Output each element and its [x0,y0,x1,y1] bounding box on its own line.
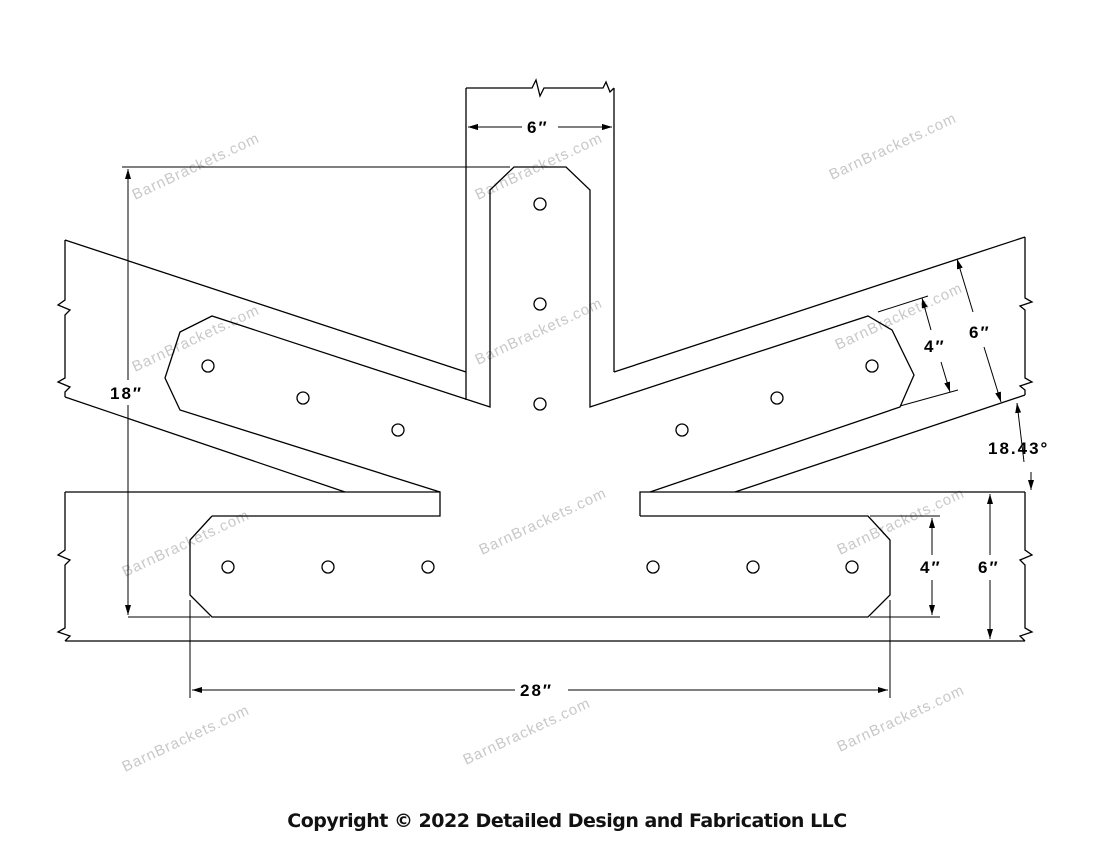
plate-width-dimension: 4″ [920,558,942,577]
bolt-hole [770,391,784,405]
bolt-hole [221,560,235,574]
bolt-hole [845,560,859,574]
plate-outline [164,166,915,618]
bracket-plate [164,166,915,618]
left-brace-outline [56,239,467,493]
watermark: BarnBrackets.com [473,295,606,369]
brace-plate-width-dimension: 4″ [924,337,946,356]
beam-outline [56,491,1034,642]
dimensions: 6″ 18″ 28″ 4″ 6″ 4″ 6″ 18.43° [110,118,1049,700]
overall-height-dimension: 18″ [110,384,143,403]
bolt-hole [675,423,689,437]
overall-length-dimension: 28″ [520,681,553,700]
bolt-holes [201,197,879,574]
timber-outlines [56,78,1034,642]
watermark: BarnBrackets.com [827,110,960,184]
bolt-hole [533,397,547,411]
watermark: BarnBrackets.com [461,695,594,769]
watermark: BarnBrackets.com [835,485,968,559]
bolt-hole [533,197,547,211]
bolt-hole [321,560,335,574]
bolt-hole [421,560,435,574]
bolt-hole [201,359,215,373]
post-width-dimension: 6″ [527,118,549,137]
right-brace-outline [613,236,1034,493]
beam-depth-dimension: 6″ [978,558,1000,577]
watermark: BarnBrackets.com [120,702,253,776]
watermark: BarnBrackets.com [120,507,253,581]
watermark: BarnBrackets.com [835,682,968,756]
bolt-hole [533,297,547,311]
bolt-hole [646,560,660,574]
brace-depth-dimension: 6″ [969,323,991,342]
copyright-notice: Copyright © 2022 Detailed Design and Fab… [287,810,847,832]
watermark: BarnBrackets.com [130,302,263,376]
brace-angle-dimension: 18.43° [988,439,1049,458]
bolt-hole [391,423,405,437]
bolt-hole [296,391,310,405]
bolt-hole [865,359,879,373]
bolt-hole [746,560,760,574]
watermark: BarnBrackets.com [477,485,610,559]
